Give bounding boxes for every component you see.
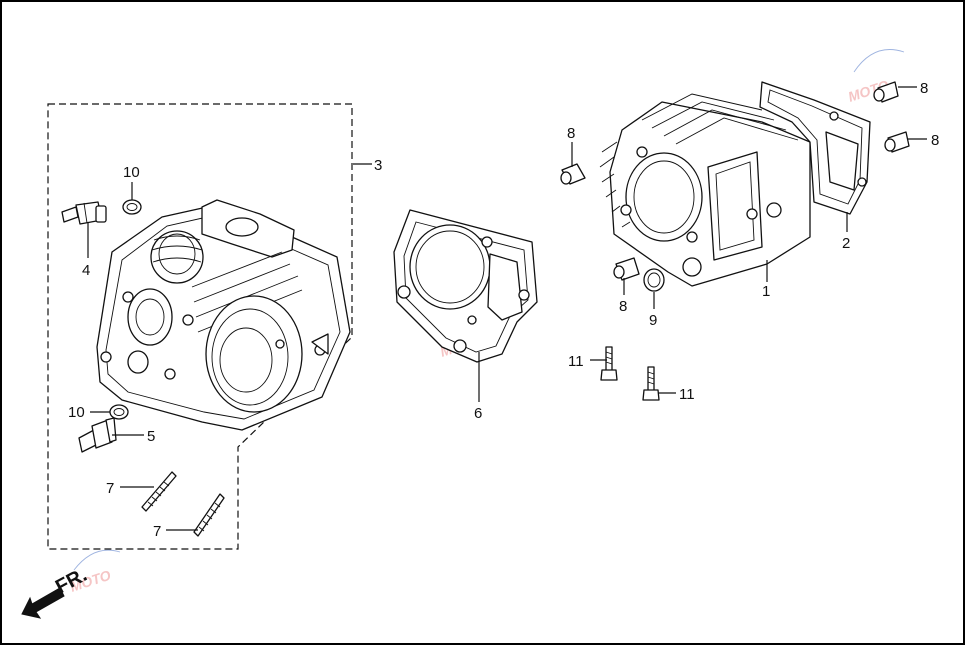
callout-9: 9 bbox=[649, 312, 657, 329]
flange-bolt-1 bbox=[600, 346, 618, 381]
callout-8-right: 8 bbox=[931, 132, 939, 149]
callout-11-left: 11 bbox=[568, 353, 584, 370]
assembly-group-outline bbox=[47, 103, 353, 550]
o-ring-cylinder bbox=[643, 268, 665, 292]
dowel-pin-2 bbox=[613, 257, 640, 281]
stud-bolt-upper bbox=[141, 471, 177, 512]
callout-6: 6 bbox=[474, 405, 482, 422]
fitting-upper bbox=[61, 201, 107, 225]
o-ring-upper bbox=[122, 199, 142, 215]
leader-lines bbox=[87, 86, 927, 531]
callout-3: 3 bbox=[374, 157, 382, 174]
callout-4: 4 bbox=[82, 262, 90, 279]
callout-10-upper: 10 bbox=[123, 164, 140, 181]
flange-bolt-2 bbox=[642, 366, 660, 401]
callout-1: 1 bbox=[762, 283, 770, 300]
dowel-pin-3 bbox=[873, 81, 899, 103]
callout-11-right: 11 bbox=[679, 386, 695, 403]
callout-8-left: 8 bbox=[567, 125, 575, 142]
cylinder-head-gasket bbox=[393, 209, 538, 363]
o-ring-lower bbox=[109, 404, 129, 420]
callout-2: 2 bbox=[842, 235, 850, 252]
dowel-pin-1 bbox=[560, 163, 586, 185]
callout-7-upper: 7 bbox=[106, 480, 114, 497]
callout-7-lower: 7 bbox=[153, 523, 161, 540]
callout-5: 5 bbox=[147, 428, 155, 445]
cylinder-block bbox=[599, 93, 811, 287]
cylinder-base-gasket bbox=[759, 81, 871, 215]
callout-8-bottom: 8 bbox=[619, 298, 627, 315]
callout-8-top-right: 8 bbox=[920, 80, 928, 97]
fitting-lower bbox=[78, 417, 117, 453]
callout-10-lower: 10 bbox=[68, 404, 85, 421]
stud-bolt-lower bbox=[193, 493, 225, 537]
cylinder-head bbox=[96, 199, 351, 431]
front-arrow-icon bbox=[21, 587, 65, 619]
dowel-pin-4 bbox=[884, 131, 910, 153]
